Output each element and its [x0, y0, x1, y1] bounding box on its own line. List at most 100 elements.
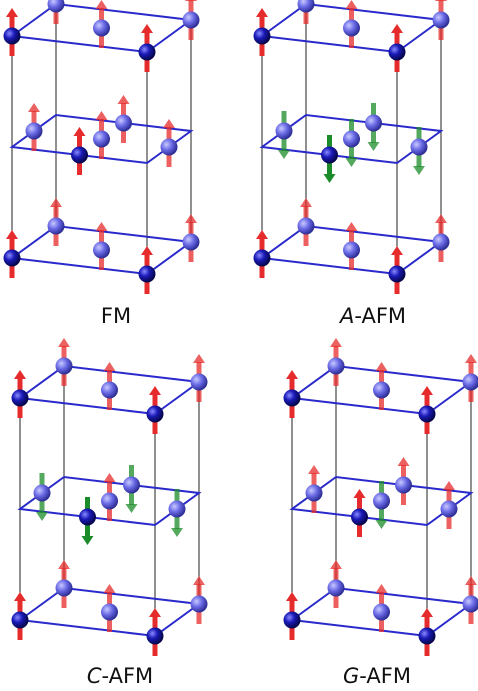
atom-sphere: [3, 249, 21, 267]
atom-sphere: [25, 122, 43, 140]
caption-c-afm: C-AFM: [86, 664, 154, 688]
atom-sphere: [93, 241, 110, 259]
atom-sphere: [373, 381, 390, 399]
spin-up-head: [95, 0, 108, 9]
spin-up-head: [465, 354, 477, 363]
atom-sphere: [115, 114, 132, 132]
caption-g-afm: G-AFM: [343, 664, 411, 688]
spin-up-head: [345, 222, 358, 231]
atom-sphere: [101, 492, 118, 510]
spin-up-head: [6, 8, 18, 17]
spin-up-head: [95, 111, 108, 120]
spin-up-head: [353, 489, 366, 498]
atom-sphere: [168, 500, 186, 518]
spin-up-head: [435, 0, 447, 1]
atom-sphere: [343, 130, 360, 148]
atom-sphere: [440, 500, 458, 518]
spin-up-head: [185, 0, 197, 1]
atom-sphere: [365, 114, 382, 132]
spin-down-head: [81, 536, 94, 545]
atom-sphere: [11, 611, 29, 629]
atom-sphere: [93, 130, 110, 148]
atom-sphere: [432, 11, 450, 29]
crystal-cell-a: [253, 0, 450, 294]
spin-up-head: [330, 560, 342, 569]
spin-up-head: [375, 362, 388, 371]
spin-up-head: [58, 560, 70, 569]
spin-up-head: [435, 214, 447, 223]
atom-sphere: [418, 627, 436, 645]
atom-sphere: [388, 43, 406, 61]
atom-sphere: [190, 595, 208, 613]
spin-down-head: [413, 166, 425, 175]
atom-sphere: [123, 476, 140, 494]
spin-up-head: [421, 608, 433, 617]
spin-up-head: [300, 198, 312, 207]
spin-up-head: [286, 370, 298, 379]
atom-sphere: [79, 508, 96, 526]
atom-sphere: [327, 579, 345, 597]
caption-a-afm: A-AFM: [339, 304, 407, 328]
atom-sphere: [395, 476, 412, 494]
spin-up-head: [28, 103, 40, 112]
atom-sphere: [373, 492, 390, 510]
atom-sphere: [418, 405, 436, 423]
atom-sphere: [432, 233, 450, 251]
atom-sphere: [47, 217, 65, 235]
atom-sphere: [190, 373, 208, 391]
atom-sphere: [47, 0, 65, 13]
spin-up-head: [391, 246, 403, 255]
atom-sphere: [71, 146, 88, 164]
atom-sphere: [297, 217, 315, 235]
atom-sphere: [182, 11, 200, 29]
spin-up-head: [163, 119, 175, 128]
atom-sphere: [327, 357, 345, 375]
atom-sphere: [283, 389, 301, 407]
atom-sphere: [275, 122, 293, 140]
spin-up-head: [465, 576, 477, 585]
spin-up-head: [193, 576, 205, 585]
spin-down-head: [345, 158, 358, 167]
spin-up-head: [6, 230, 18, 239]
spin-down-head: [323, 174, 336, 183]
spin-up-head: [345, 0, 358, 9]
spin-up-head: [185, 214, 197, 223]
atom-sphere: [146, 627, 164, 645]
spin-up-head: [50, 198, 62, 207]
atom-sphere: [253, 27, 271, 45]
spin-up-head: [149, 386, 161, 395]
atom-sphere: [343, 19, 360, 37]
atom-sphere: [373, 603, 390, 621]
atom-sphere: [297, 0, 315, 13]
spin-up-head: [103, 473, 116, 482]
spin-down-head: [367, 142, 380, 151]
atom-sphere: [462, 595, 478, 613]
atom-sphere: [343, 241, 360, 259]
spin-up-head: [103, 584, 116, 593]
atom-sphere: [33, 484, 51, 502]
spin-up-head: [73, 127, 86, 136]
atom-sphere: [138, 43, 156, 61]
atom-sphere: [160, 138, 178, 156]
atom-sphere: [253, 249, 271, 267]
spin-down-head: [278, 150, 290, 159]
atom-sphere: [3, 27, 21, 45]
atom-sphere: [305, 484, 323, 502]
spin-up-head: [421, 386, 433, 395]
atom-sphere: [93, 19, 110, 37]
spin-up-head: [308, 465, 320, 474]
atom-sphere: [11, 389, 29, 407]
spin-up-head: [141, 24, 153, 33]
spin-up-head: [256, 230, 268, 239]
crystal-cell-g: [283, 338, 478, 656]
spin-up-head: [14, 370, 26, 379]
spin-down-head: [36, 512, 48, 521]
atom-sphere: [388, 265, 406, 283]
spin-up-head: [103, 362, 116, 371]
spin-down-head: [125, 504, 138, 513]
atom-sphere: [146, 405, 164, 423]
spin-up-head: [391, 24, 403, 33]
spin-up-head: [286, 592, 298, 601]
atom-sphere: [410, 138, 428, 156]
